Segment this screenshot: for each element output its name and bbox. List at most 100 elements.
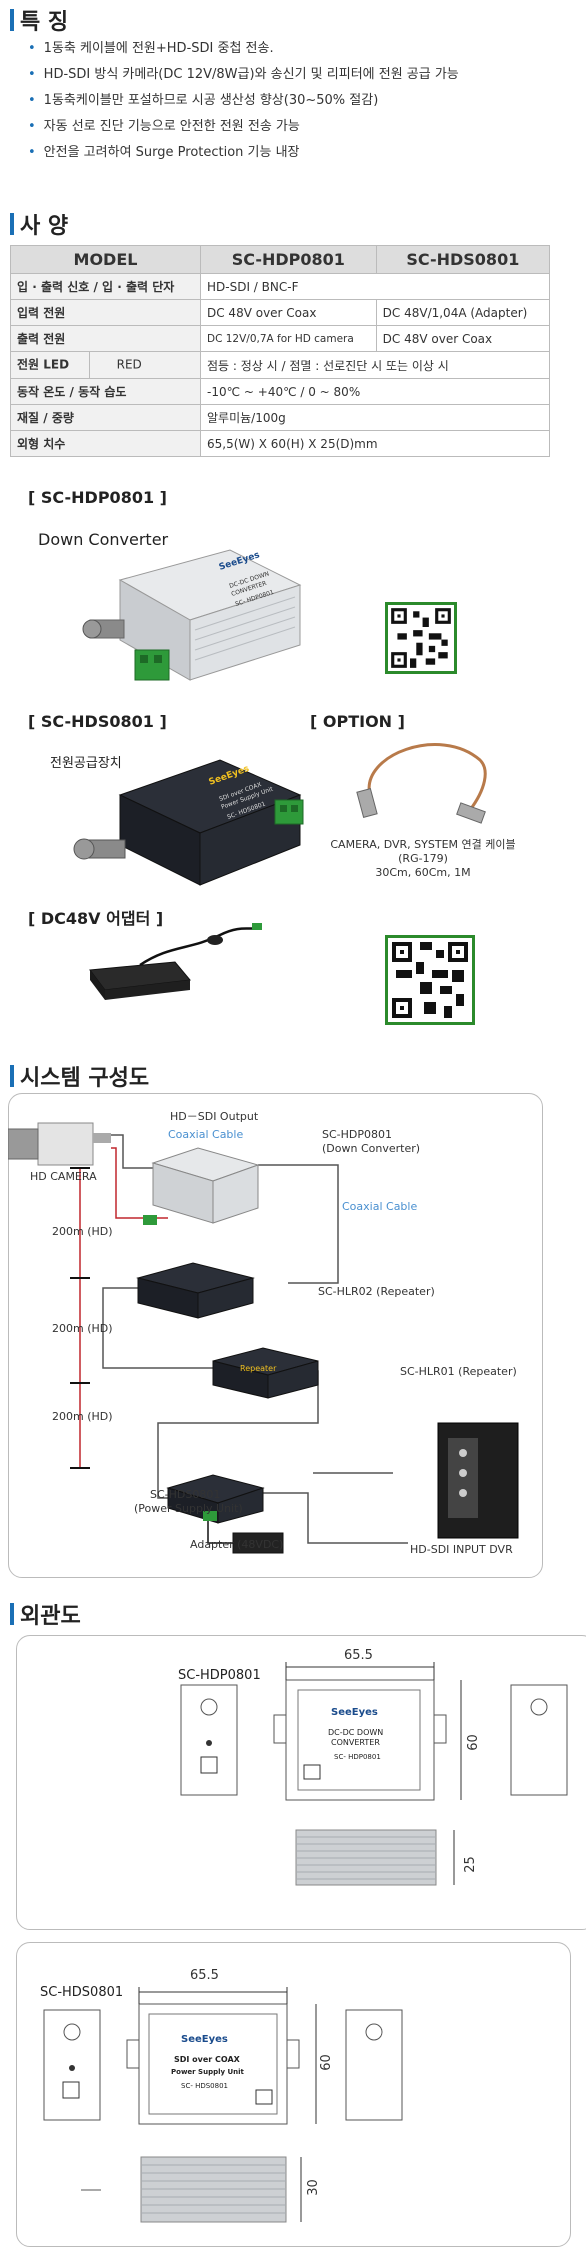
system-title-text: 시스템 구성도	[20, 1066, 150, 1091]
row-label: 입 · 출력 신호 / 입 · 출력 단자	[10, 273, 201, 300]
row-label-main: 전원 LED	[17, 357, 70, 372]
table-header: MODEL	[10, 245, 201, 274]
row-value: 알루미늄/100g	[200, 404, 550, 431]
hd-camera-image	[8, 1122, 111, 1166]
list-item: 1동축 케이블에 전원+HD-SDI 중첩 전송.	[28, 36, 459, 62]
hdp-system-sublabel: (Down Converter)	[322, 1142, 421, 1155]
dvr-label: HD-SDI INPUT DVR	[410, 1543, 513, 1556]
system-title: 시스템 구성도	[10, 1060, 149, 1092]
outline-hdp-brand: SeeEyes	[331, 1707, 378, 1718]
row-value: DC 48V/1,04A (Adapter)	[375, 299, 551, 326]
table-row: 전원 LED RED 점등 : 정상 시 / 점멸 : 선로진단 시 또는 이상…	[10, 351, 550, 379]
option-caption-line3: 30Cm, 60Cm, 1M	[375, 866, 471, 879]
system-hdp-device	[143, 1147, 260, 1225]
system-dvr-image	[437, 1422, 519, 1539]
table-row: 입력 전원 DC 48V over Coax DC 48V/1,04A (Ada…	[10, 299, 551, 326]
hdp-product-label: [ SC-HDP0801 ]	[28, 488, 167, 507]
list-item: 안전을 고려하여 Surge Protection 기능 내장	[28, 140, 459, 166]
row-label: 출력 전원	[10, 325, 201, 352]
hds-caption: 전원공급장치	[50, 756, 122, 771]
features-title: 특 징	[10, 4, 68, 36]
system-diagram: Repeater	[8, 1122, 519, 1554]
coaxial-cable-label-2: Coaxial Cable	[342, 1200, 418, 1213]
hlr01-label: SC-HLR01 (Repeater)	[400, 1365, 517, 1378]
adapter-label: [ DC48V 어댑터 ]	[28, 909, 164, 928]
title-bar	[10, 1065, 14, 1087]
adapter-system-label: Adapter (48VDC)	[190, 1538, 284, 1551]
hdp-width-dim: 65.5	[344, 1648, 373, 1663]
table-row: 출력 전원 DC 12V/0,7A for HD camera DC 48V o…	[10, 325, 551, 352]
outline-hds-brand: SeeEyes	[181, 2034, 228, 2045]
row-value: HD-SDI / BNC-F	[200, 273, 550, 300]
hds-outline-frame	[16, 1942, 571, 2247]
title-bar	[10, 213, 14, 235]
spec-title: 사 양	[10, 208, 68, 240]
coaxial-cable-label-1: Coaxial Cable	[168, 1128, 244, 1141]
spec-table: MODEL SC-HDP0801 SC-HDS0801 입 · 출력 신호 / …	[10, 245, 551, 457]
row-label: 동작 온도 / 동작 습도	[10, 378, 201, 405]
row-value: DC 48V over Coax	[200, 299, 377, 326]
hds-depth-dim: 30	[305, 2179, 321, 2196]
feature-list: 1동축 케이블에 전원+HD-SDI 중첩 전송. HD-SDI 방식 카메라(…	[28, 36, 459, 166]
outline-hds-text1: SDI over COAX	[174, 2055, 241, 2064]
features-title-text: 특 징	[20, 10, 69, 35]
outline-title-text: 외관도	[20, 1604, 81, 1629]
outline-hdp-text3: SC- HDP0801	[334, 1753, 381, 1761]
option-caption: CAMERA, DVR, SYSTEM 연결 케이블 (RG-179) 30Cm…	[318, 838, 528, 880]
outline-hdp-text2: CONVERTER	[331, 1738, 380, 1747]
hlr02-label: SC-HLR02 (Repeater)	[318, 1285, 435, 1298]
qr-code-icon	[385, 602, 457, 674]
distance-label-2: 200m (HD)	[52, 1322, 113, 1335]
table-row: MODEL SC-HDP0801 SC-HDS0801	[10, 245, 551, 274]
qr-code-icon	[385, 935, 475, 1025]
repeater-text: Repeater	[240, 1364, 277, 1373]
adapter-image	[89, 923, 262, 1000]
outline-title: 외관도	[10, 1598, 81, 1630]
hdp-caption: Down Converter	[38, 530, 169, 549]
list-item: 1동축케이블만 포설하므로 시공 생산성 향상(30~50% 절감)	[28, 88, 459, 114]
distance-label-3: 200m (HD)	[52, 1410, 113, 1423]
table-header: SC-HDS0801	[375, 245, 551, 274]
row-label: 재질 / 중량	[10, 404, 201, 431]
hdp-outline-name: SC-HDP0801	[178, 1668, 261, 1683]
hds-outline-name: SC-HDS0801	[40, 1985, 124, 2000]
system-hds-device	[166, 1474, 265, 1524]
hdp-device-image: SeeEyes DC-DC DOWN CONVERTER SC- HDP0801	[82, 549, 302, 681]
cable-image	[356, 743, 487, 824]
list-item: 자동 선로 진단 기능으로 안전한 전원 전송 가능	[28, 114, 459, 140]
hds-system-sublabel: (Power Supply Unit)	[134, 1502, 243, 1515]
system-hlr01-device: Repeater	[212, 1347, 319, 1399]
hdp-outline-frame	[16, 1635, 586, 1930]
title-bar	[10, 9, 14, 31]
spec-title-text: 사 양	[20, 214, 69, 239]
table-header: SC-HDP0801	[200, 245, 377, 274]
table-row: 동작 온도 / 동작 습도 -10℃ ~ +40℃ / 0 ~ 80%	[10, 378, 550, 405]
hdp-depth-dim: 25	[462, 1856, 478, 1873]
table-row: 외형 치수 65,5(W) X 60(H) X 25(D)mm	[10, 430, 550, 457]
hd-camera-label: HD CAMERA	[30, 1170, 97, 1183]
hdp-system-label: SC-HDP0801	[322, 1128, 393, 1141]
hds-device-image: SeeEyes SDI over COAX Power Supply Unit …	[73, 759, 304, 886]
outline-hdp-text1: DC-DC DOWN	[328, 1728, 383, 1737]
list-item: HD-SDI 방식 카메라(DC 12V/8W급)와 송신기 및 리피터에 전원…	[28, 62, 459, 88]
title-bar	[10, 1603, 14, 1625]
hdp-height-dim: 60	[465, 1734, 481, 1751]
row-value: DC 48V over Coax	[375, 325, 551, 352]
distance-label-1: 200m (HD)	[52, 1225, 113, 1238]
system-adapter-image	[232, 1532, 284, 1554]
hd-sdi-output-label: HD－SDI Output	[170, 1110, 259, 1123]
row-label-sub: RED	[116, 357, 142, 372]
option-label: [ OPTION ]	[310, 712, 405, 731]
table-row: 입 · 출력 신호 / 입 · 출력 단자 HD-SDI / BNC-F	[10, 273, 550, 300]
row-value: 65,5(W) X 60(H) X 25(D)mm	[200, 430, 550, 457]
hds-width-dim: 65.5	[190, 1968, 219, 1983]
option-caption-line1: CAMERA, DVR, SYSTEM 연결 케이블	[330, 838, 516, 851]
row-value: DC 12V/0,7A for HD camera	[200, 325, 377, 352]
row-label: 입력 전원	[10, 299, 201, 326]
row-label: 전원 LED RED	[10, 351, 201, 379]
system-hlr02-device	[136, 1262, 255, 1319]
outline-hds-text2: Power Supply Unit	[171, 2068, 245, 2076]
hds-height-dim: 60	[318, 2054, 334, 2071]
table-row: 재질 / 중량 알루미늄/100g	[10, 404, 550, 431]
hdp-outline-drawing: SeeEyes DC-DC DOWN CONVERTER SC- HDP0801	[180, 1662, 568, 1886]
